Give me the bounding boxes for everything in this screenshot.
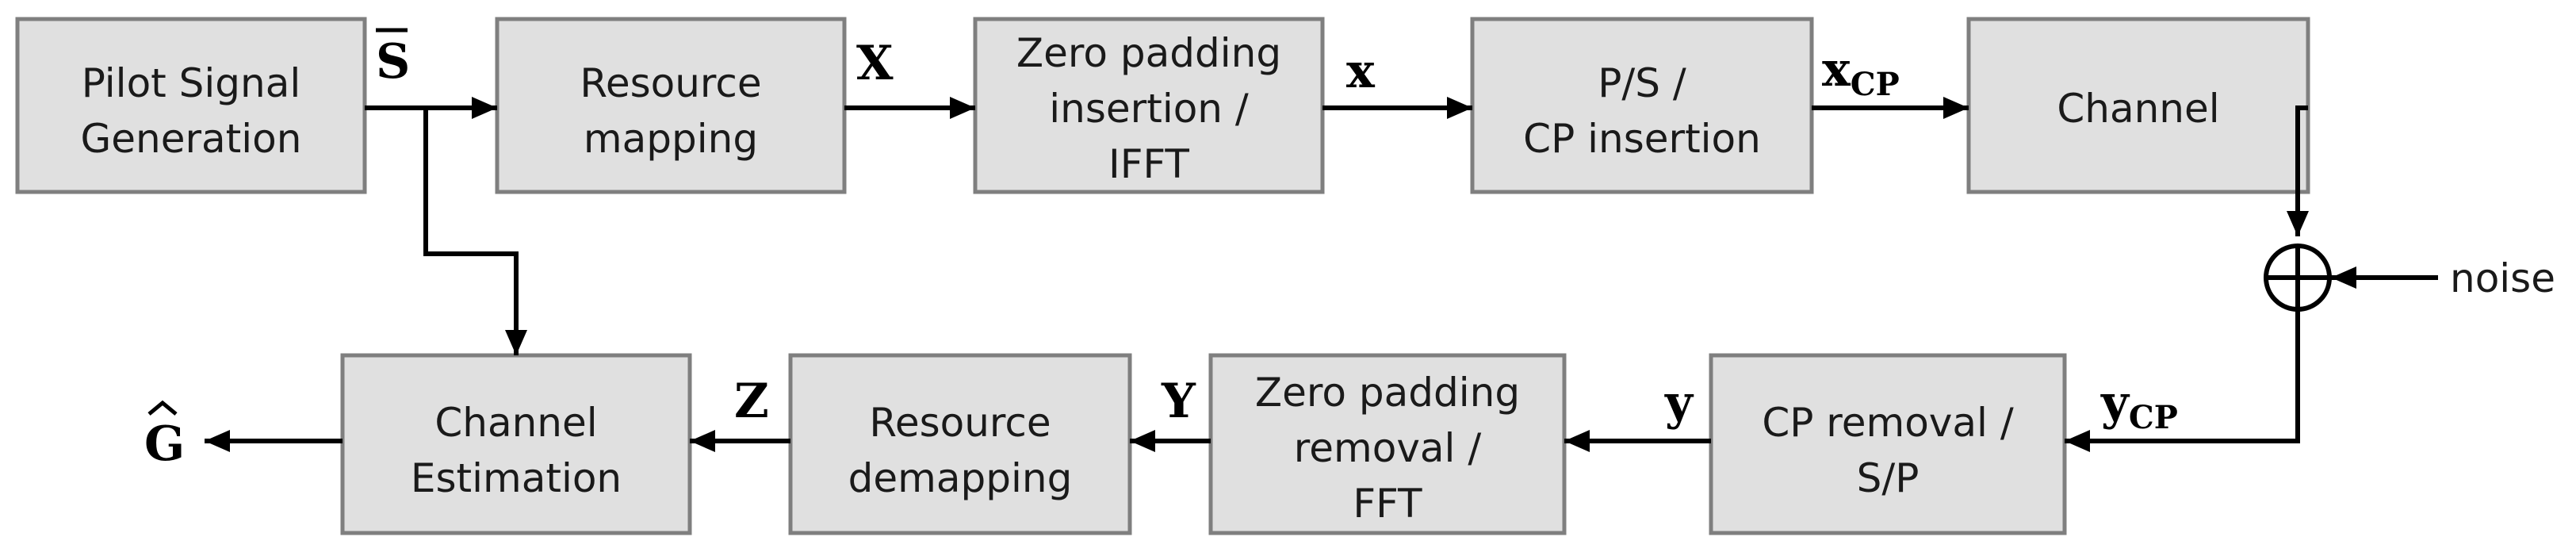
pilot-signal-generation-block: Pilot Signal Generation <box>15 17 367 194</box>
signal-x-label: x <box>1346 44 1376 99</box>
block-label: Channel <box>2057 86 2219 132</box>
channel-estimation-block: Channel Estimation <box>340 353 692 535</box>
noise-label: noise <box>2450 255 2555 301</box>
block-label: Estimation <box>411 455 622 501</box>
signal-x-cp-label: xCP <box>1822 42 1900 103</box>
block-label: Channel <box>434 400 597 446</box>
block-label: Generation <box>81 116 302 162</box>
ps-cp-insertion-block: P/S / CP insertion <box>1470 17 1814 194</box>
signal-Z-label: Z <box>734 374 769 429</box>
signal-symbol: x <box>1822 42 1851 98</box>
signal-subscript: CP <box>1851 66 1900 103</box>
block-label: Pilot Signal <box>82 60 301 106</box>
block-label: P/S / <box>1598 60 1686 106</box>
block-label: insertion / <box>1049 86 1249 132</box>
block-label: CP insertion <box>1523 116 1761 162</box>
adder-symbol <box>2264 243 2332 312</box>
arrow-channel-to-adder <box>2287 105 2309 236</box>
resource-demapping-block: Resource demapping <box>788 353 1132 535</box>
signal-symbol: y <box>2100 375 2130 431</box>
block-label: Zero padding <box>1016 30 1281 76</box>
s-bar-label: S <box>376 28 410 90</box>
signal-y-label: y <box>1664 375 1694 431</box>
block-label: FFT <box>1353 481 1422 527</box>
cp-removal-block: CP removal / S/P <box>1709 353 2067 535</box>
resource-mapping-block: Resource mapping <box>495 17 847 194</box>
block-label: CP removal / <box>1762 400 2013 446</box>
block-label: S/P <box>1857 455 1920 501</box>
signal-X-label: X <box>856 36 894 91</box>
signal-symbol: G <box>144 416 185 472</box>
block-label: IFFT <box>1108 141 1189 187</box>
arrow-adder-to-cp-removal <box>2065 309 2300 452</box>
block-label: Zero padding <box>1255 370 1520 416</box>
block-label: mapping <box>584 116 758 162</box>
channel-block: Channel <box>1966 17 2310 194</box>
signal-y-cp-label: yCP <box>2100 375 2178 436</box>
g-hat-label: G <box>144 400 185 472</box>
signal-subscript: CP <box>2129 399 2178 436</box>
signal-symbol: S <box>376 34 410 90</box>
zero-padding-insertion-block: Zero padding insertion / IFFT <box>973 17 1325 194</box>
signal-Y-label: Y <box>1161 374 1196 429</box>
arrow-pilot-to-estimation <box>423 108 527 355</box>
zero-padding-removal-block: Zero padding removal / FFT <box>1208 353 1567 535</box>
block-label: demapping <box>848 455 1073 501</box>
block-label: removal / <box>1294 425 1482 471</box>
block-label: Resource <box>580 60 761 106</box>
block-label: Resource <box>869 400 1051 446</box>
